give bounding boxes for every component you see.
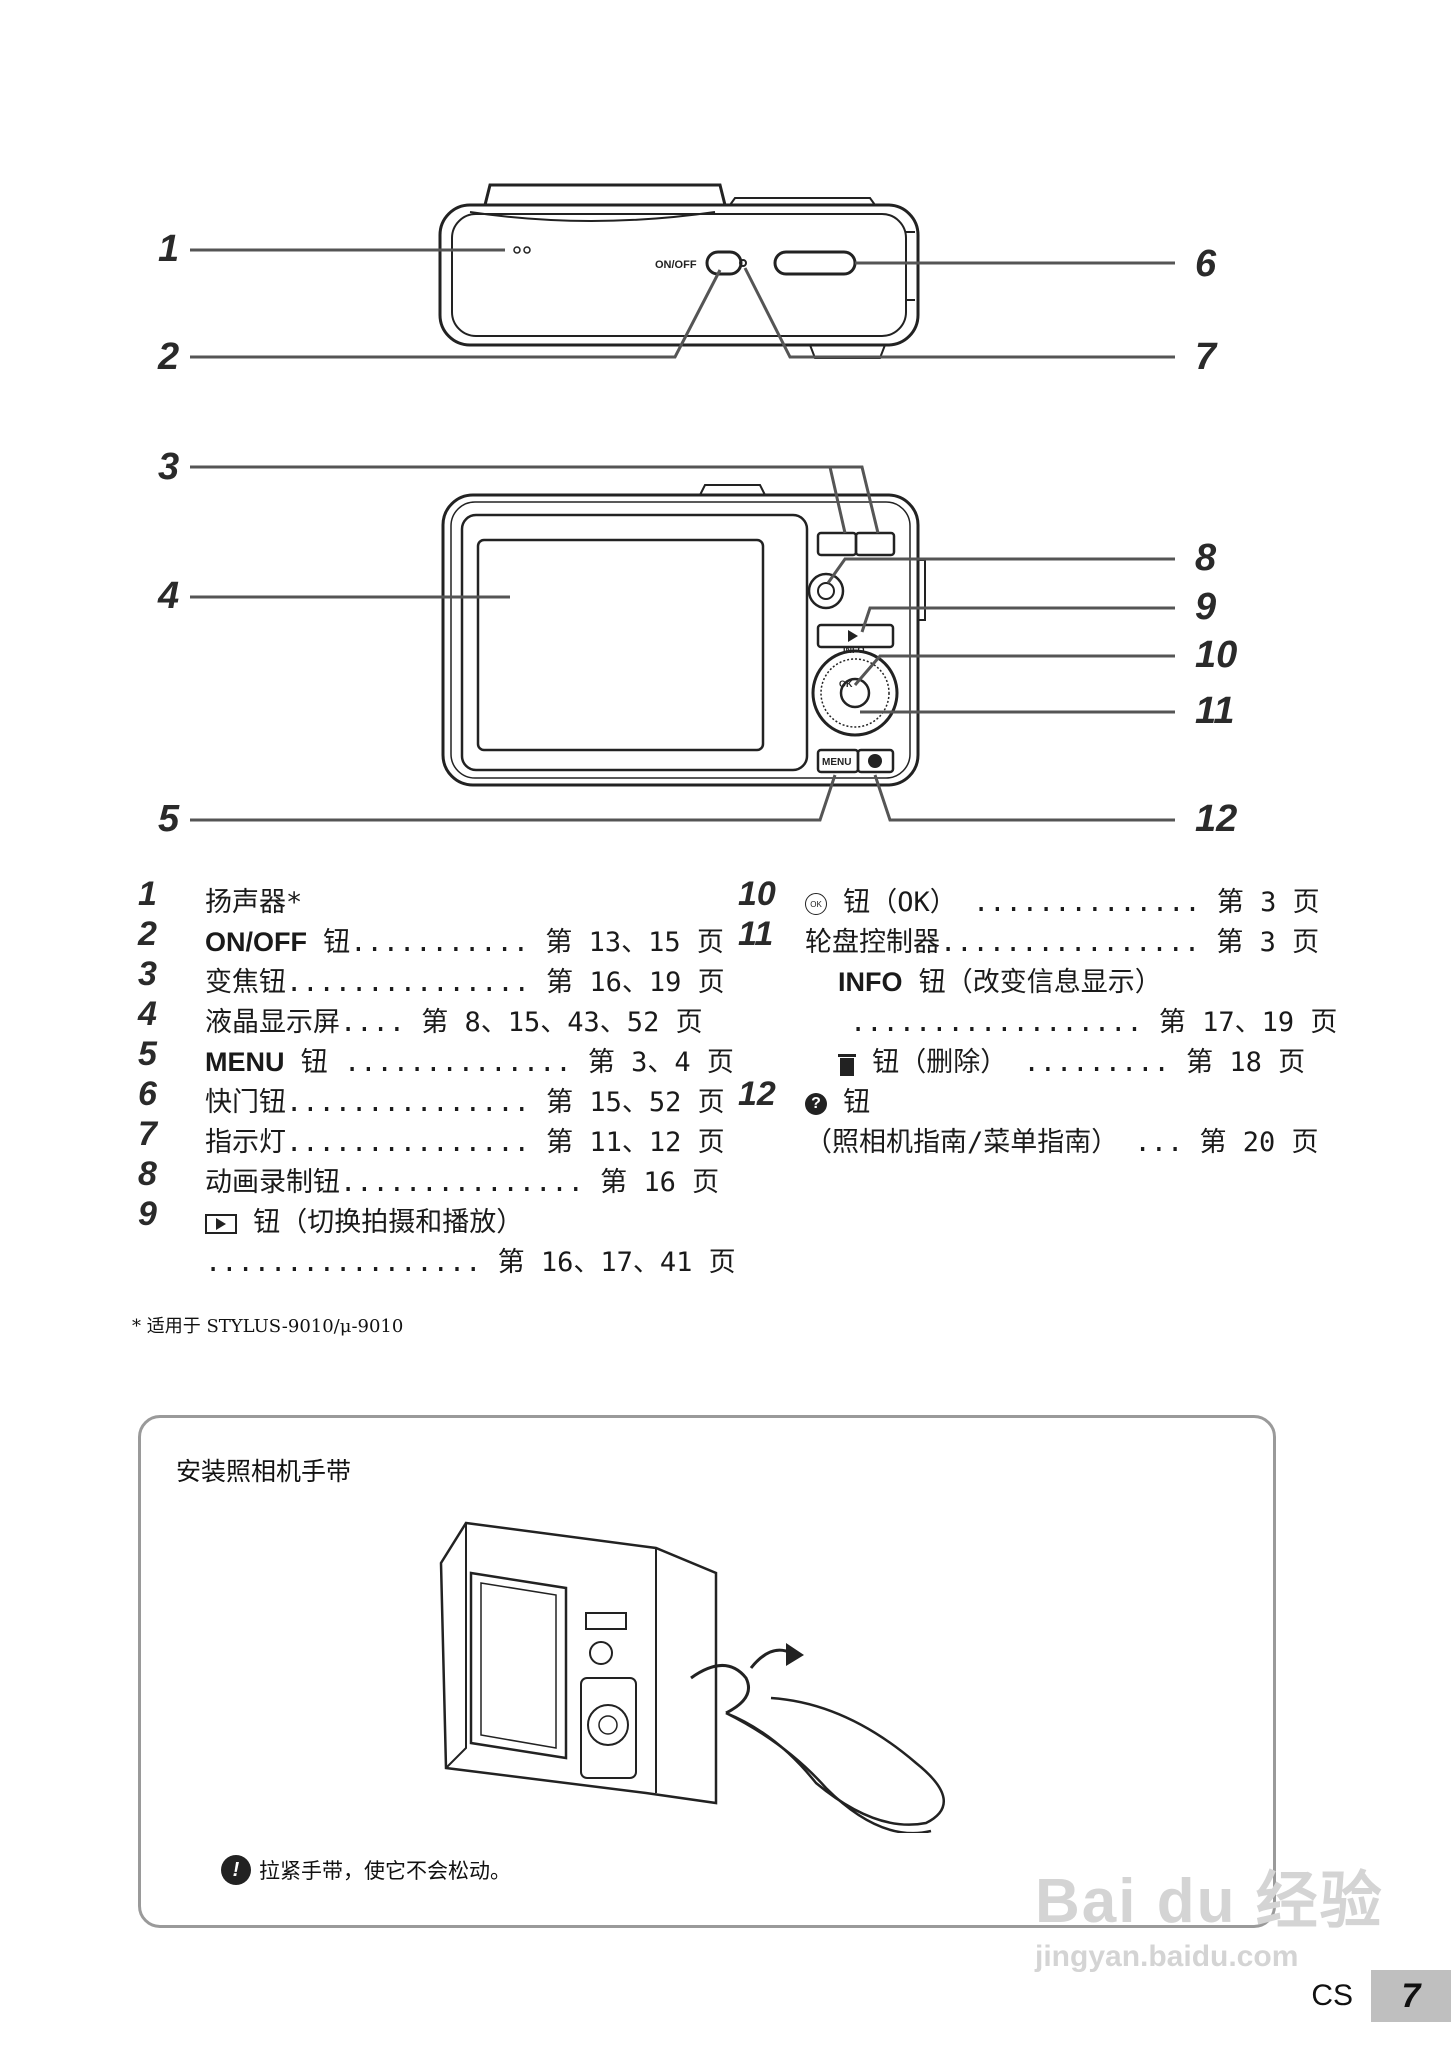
list-index: 1 — [138, 875, 157, 913]
trash-icon — [838, 1052, 856, 1076]
camera-back-view-diagram: OK INFO MENU — [190, 465, 1175, 822]
ok-label: OK — [839, 679, 853, 689]
tip-text: 拉紧手带，使它不会松动。 — [259, 1859, 511, 1883]
list-item: 钮（切换拍摄和播放） — [205, 1200, 523, 1239]
onoff-label: ON/OFF — [655, 259, 697, 271]
page-number: 7 — [1371, 1970, 1451, 2022]
page-footer: CS 7 — [1311, 1970, 1451, 2022]
watermark-logo: Bai du 经验 — [1035, 1867, 1384, 1936]
list-item: ON/OFF 钮........... 第 13、15 页 — [205, 920, 724, 959]
list-item: MENU 钮 .............. 第 3、4 页 — [205, 1040, 734, 1079]
callout-2: 2 — [158, 336, 180, 378]
list-index: 10 — [738, 875, 776, 913]
playback-icon — [205, 1213, 237, 1234]
strap-illustration — [439, 1521, 945, 1833]
list-item: ? 钮 — [805, 1080, 870, 1119]
list-item: 液晶显示屏.... 第 8、15、43、52 页 — [205, 1007, 703, 1038]
list-item: 钮（删除） ......... 第 18 页 — [838, 1040, 1305, 1079]
list-key: INFO — [838, 967, 903, 997]
callout-9: 9 — [1195, 586, 1217, 628]
list-index: 4 — [138, 995, 157, 1033]
callout-7: 7 — [1195, 336, 1217, 378]
watermark: Bai du 经验 jingyan.baidu.com — [1035, 1850, 1384, 1974]
callout-10: 10 — [1195, 634, 1238, 676]
callout-11: 11 — [1195, 690, 1235, 732]
list-text: 钮（改变信息显示） — [902, 967, 1162, 998]
caution-icon: ! — [221, 1855, 251, 1885]
list-item: 轮盘控制器................ 第 3 页 — [805, 927, 1320, 958]
list-item: 指示灯............... 第 11、12 页 — [205, 1127, 725, 1158]
list-item: .................. 第 17、19 页 — [850, 1007, 1338, 1038]
info-label: INFO — [843, 645, 865, 655]
callout-4: 4 — [158, 575, 180, 617]
list-item: INFO 钮（改变信息显示） — [838, 960, 1162, 999]
tip-note: ! 拉紧手带，使它不会松动。 — [221, 1855, 511, 1885]
callout-3: 3 — [158, 446, 180, 488]
menu-label: MENU — [822, 757, 851, 768]
list-item: 动画录制钮............... 第 16 页 — [205, 1167, 720, 1198]
list-key: MENU — [205, 1047, 285, 1077]
list-text: 钮（切换拍摄和播放） — [237, 1207, 524, 1238]
list-index: 6 — [138, 1075, 157, 1113]
list-index: 8 — [138, 1155, 157, 1193]
help-icon: ? — [805, 1092, 827, 1115]
callout-6: 6 — [1195, 243, 1217, 285]
callout-1: 1 — [158, 228, 180, 270]
list-index: 3 — [138, 955, 157, 993]
camera-top-view-diagram: ON/OFF — [190, 183, 1175, 359]
list-index: 11 — [738, 915, 774, 953]
list-text: 钮（删除） ......... 第 18 页 — [856, 1047, 1306, 1078]
callout-12: 12 — [1195, 798, 1238, 840]
list-index: 9 — [138, 1195, 157, 1233]
list-item: 快门钮............... 第 15、52 页 — [205, 1087, 725, 1118]
list-index: 5 — [138, 1035, 157, 1073]
list-item: OK 钮（OK） .............. 第 3 页 — [805, 880, 1320, 919]
box-title: 安装照相机手带 — [176, 1457, 352, 1486]
list-item: ................. 第 16、17、41 页 — [205, 1247, 736, 1278]
list-item: 扬声器* — [205, 887, 303, 918]
footnote: * 适用于 STYLUS-9010/μ-9010 — [132, 1316, 404, 1337]
list-text: 钮 — [827, 1087, 871, 1118]
list-index: 2 — [138, 915, 157, 953]
callout-8: 8 — [1195, 537, 1217, 579]
list-index: 7 — [138, 1115, 157, 1153]
list-text: 钮（OK） .............. 第 3 页 — [827, 887, 1320, 918]
list-item: （照相机指南/菜单指南） ... 第 20 页 — [805, 1127, 1319, 1158]
list-item: 变焦钮............... 第 16、19 页 — [205, 967, 725, 998]
list-key: ON/OFF — [205, 927, 307, 957]
list-text: 钮........... 第 13、15 页 — [307, 927, 724, 958]
strap-instruction-box: 安装照相机手带 ! 拉紧手带，使它不会松动。 — [138, 1415, 1276, 1928]
watermark-url: jingyan.baidu.com — [1035, 1940, 1299, 1973]
list-text: 钮 .............. 第 3、4 页 — [284, 1047, 734, 1078]
list-index: 12 — [738, 1075, 776, 1113]
language-code: CS — [1311, 1979, 1353, 2012]
ok-icon: OK — [805, 892, 827, 915]
callout-5: 5 — [158, 798, 180, 840]
